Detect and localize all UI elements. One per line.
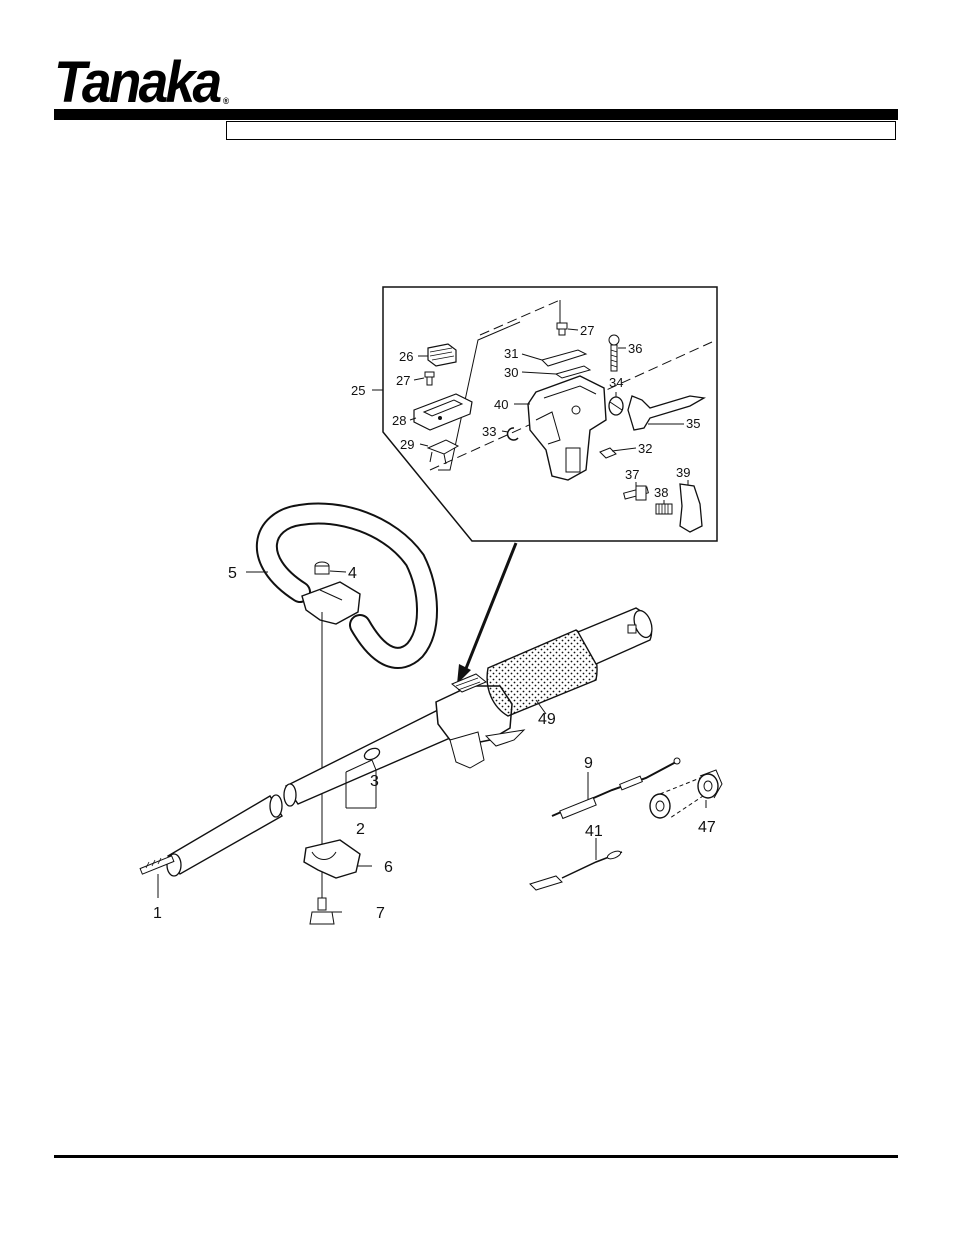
callout-49: 49 [538,711,556,728]
callout-38: 38 [654,485,668,500]
callout-39: 39 [676,465,690,480]
part-39-lock-lever [680,484,702,532]
callout-41: 41 [585,823,603,840]
part-49-grip [487,630,597,716]
part-26-switch-button [428,344,456,366]
callout-37: 37 [625,467,639,482]
part-37-lever-pin [624,486,649,500]
callout-5: 5 [228,565,237,582]
callout-6: 6 [384,859,393,876]
part-31-plate [542,350,586,366]
part-28-switch-plate [414,394,472,430]
callout-1: 1 [153,905,162,922]
callout-40: 40 [494,397,508,412]
part-33-clip [508,428,518,440]
part-30-plate [556,366,590,378]
callout-28: 28 [392,413,406,428]
callout-25: 25 [351,383,365,398]
callout-27-left: 27 [396,373,410,388]
callout-35: 35 [686,416,700,431]
footer-rule [54,1155,898,1158]
callout-30: 30 [504,365,518,380]
part-7-bolt [310,898,334,924]
callout-26: 26 [399,349,413,364]
callout-9: 9 [584,755,593,772]
part-41-stop-wire [530,850,622,890]
part-34-spring [609,397,623,415]
part-6-lower-clamp [304,840,360,878]
callout-4: 4 [348,565,357,582]
callout-27-top: 27 [580,323,594,338]
part-38-spring [656,504,672,514]
callout-34: 34 [609,375,623,390]
callout-3: 3 [370,773,379,790]
callout-33: 33 [482,424,496,439]
part-4-nut [315,562,329,574]
part-47-bushing [650,770,722,818]
callout-29: 29 [400,437,414,452]
part-40-throttle-housing [528,376,606,480]
detail-pointer-arrow [463,543,516,676]
part-27-screw-small [425,372,434,385]
callout-36: 36 [628,341,642,356]
callout-7: 7 [376,905,385,922]
part-32-nut [600,448,616,458]
part-36-bolt [609,335,619,371]
callout-32: 32 [638,441,652,456]
inset-axis-line-2 [480,300,560,335]
callout-31: 31 [504,346,518,361]
part-27-screw-top [557,323,567,335]
callout-47: 47 [698,819,716,836]
callout-2: 2 [356,821,365,838]
handlebar-clamp-upper [302,582,360,624]
